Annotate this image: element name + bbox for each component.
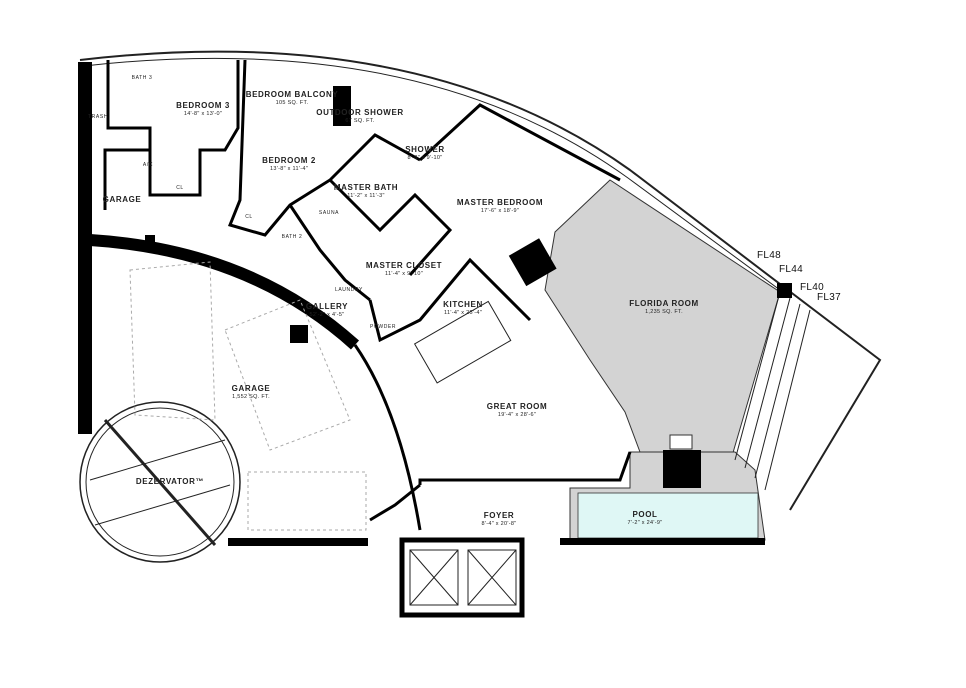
pool-vent: [669, 434, 693, 450]
room-label-cl1: CL: [176, 183, 184, 193]
floor-level-label: FL37: [817, 292, 841, 303]
room-dimensions: 8'-4" x 20'-8": [481, 521, 517, 527]
room-dimensions: 8'-8" x 9'-10": [407, 155, 443, 161]
room-name: BEDROOM 3: [176, 101, 230, 110]
room-label-bath3: BATH 3: [132, 73, 153, 83]
room-dimensions: 1,235 SQ. FT.: [645, 309, 683, 315]
room-name: POOL: [632, 510, 658, 519]
pool-water: [577, 492, 759, 539]
room-label-laundry: LAUNDRY: [335, 285, 363, 295]
room-name: MASTER CLOSET: [365, 261, 443, 270]
room-name: GARAGE: [102, 195, 142, 204]
room-dimensions: 17'-6" x 18'-9": [480, 208, 520, 214]
room-dimensions: 1,552 SQ. FT.: [232, 394, 270, 400]
room-dimensions: 11'-4" x 25'-4": [444, 310, 482, 316]
room-name: LAUNDRY: [334, 287, 364, 293]
room-label-trash: TRASH: [88, 112, 108, 122]
room-name: MASTER BATH: [333, 183, 399, 192]
room-dimensions: 14'-8" x 13'-0": [183, 111, 223, 117]
room-name: GREAT ROOM: [486, 402, 548, 411]
room-dimensions: 13'-8" x 11'-4": [270, 166, 308, 172]
room-name: OUTDOOR SHOWER: [316, 108, 404, 117]
floor-level-label: FL44: [779, 264, 803, 275]
room-dimensions: 19'-4" x 28'-6": [497, 412, 537, 418]
room-name: BATH 2: [281, 234, 303, 240]
dezervator-turntable: [79, 401, 241, 563]
room-dimensions: 11'-2" x 11'-3": [347, 193, 385, 199]
room-label-dezervator: DEZERVATOR™: [136, 477, 204, 487]
room-name: CL: [176, 185, 184, 191]
room-label-bath2: BATH 2: [282, 232, 303, 242]
room-dimensions: 67 SQ. FT.: [345, 118, 375, 124]
room-name: A/C: [142, 162, 154, 168]
room-dimensions: 105 SQ. FT.: [275, 100, 309, 106]
room-name: TRASH: [88, 114, 108, 120]
room-name: DEZERVATOR™: [135, 477, 205, 486]
room-name: SHOWER: [405, 145, 445, 154]
exterior-facade: [79, 50, 882, 511]
room-name: GALLERY: [305, 302, 349, 311]
elevators: [399, 537, 525, 618]
room-name: KITCHEN: [443, 300, 483, 309]
left-wall: [78, 62, 92, 434]
room-name: MASTER BEDROOM: [456, 198, 544, 207]
kitchen-island: [413, 300, 512, 384]
pool-equipment: [663, 450, 701, 488]
room-name: CL: [245, 214, 253, 220]
garage-curved-wall: [89, 234, 360, 350]
room-name: BEDROOM 2: [262, 156, 316, 165]
floor-level-label: FL48: [757, 250, 781, 261]
room-name: POWDER: [369, 324, 397, 330]
room-name: FOYER: [483, 511, 515, 520]
room-dimensions: 52'-2" x 4'-5": [309, 312, 345, 318]
room-label-sauna: SAUNA: [319, 208, 339, 218]
room-dimensions: 11'-4" x 9'-10": [385, 271, 423, 277]
room-name: GARAGE: [231, 384, 271, 393]
floor-level-label: FL40: [800, 282, 824, 293]
room-name: SAUNA: [318, 210, 340, 216]
room-label-garage-top: GARAGE: [103, 195, 142, 205]
room-name: BEDROOM BALCONY: [245, 90, 339, 99]
room-label-cl2: CL: [245, 212, 253, 222]
room-name: FLORIDA ROOM: [629, 299, 699, 308]
room-label-ac: A/C: [143, 160, 153, 170]
room-dimensions: 7'-2" x 24'-9": [627, 520, 663, 526]
florida-room-area: [544, 179, 781, 481]
room-name: BATH 3: [131, 75, 153, 81]
room-label-powder: POWDER: [370, 322, 396, 332]
